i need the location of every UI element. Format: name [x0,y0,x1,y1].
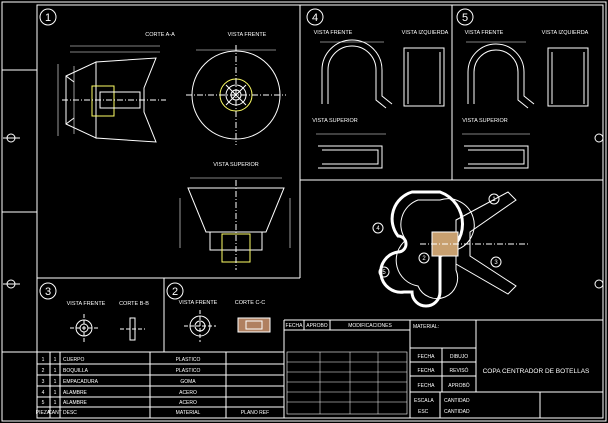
svg-text:4: 4 [376,226,380,232]
view-4-shapes [316,39,445,169]
view-5-superior-label: VISTA SUPERIOR [462,118,507,124]
tb-aprobo: APROBO [306,323,328,329]
svg-text:MATERIAL: MATERIAL [176,410,201,416]
svg-text:1: 1 [54,357,57,363]
svg-text:FECHA: FECHA [418,368,436,374]
frente-view-1 [186,45,286,145]
svg-text:CANTIDAD: CANTIDAD [444,398,470,404]
view-4-marker [306,8,324,26]
svg-text:ACERO: ACERO [179,400,197,406]
tb-modificaciones: MODIFICACIONES [348,323,392,329]
view-4: 4 VISTA FRENTE VISTA IZQUIERDA VISTA SUP… [306,8,449,169]
svg-text:1: 1 [54,390,57,396]
balloon-2 [418,252,430,264]
view-2: 2 VISTA FRENTE CORTE C-C [166,282,271,342]
svg-text:CUERPO: CUERPO [63,357,85,363]
view-5-marker [456,8,474,26]
svg-text:2: 2 [422,256,426,262]
corte-b-label: CORTE B-B [119,301,149,307]
view-3-number: 3 [45,286,51,298]
corte-c-label: CORTE C-C [235,300,265,306]
svg-text:3: 3 [494,260,498,266]
view-4-number: 4 [312,12,318,24]
svg-text:ESC: ESC [418,409,429,415]
svg-text:GOMA: GOMA [180,379,196,385]
view-2-frente-label: VISTA FRENTE [179,300,218,306]
svg-text:1: 1 [54,379,57,385]
view-3: 3 VISTA FRENTE CORTE B-B [39,282,149,342]
balloon-1 [488,193,500,205]
assembly-shapes [379,190,528,308]
svg-text:FECHA: FECHA [418,354,436,360]
svg-text:APROBÓ: APROBÓ [448,382,470,389]
view-5-frente-label: VISTA FRENTE [465,30,504,36]
drawing-title: COPA CENTRADOR DE BOTELLAS [483,368,590,375]
svg-text:1: 1 [42,357,45,363]
balloon-5 [378,266,390,278]
view-3-shapes [70,314,145,342]
svg-text:BOQUILLA: BOQUILLA [63,368,89,374]
svg-text:1: 1 [492,197,496,203]
svg-text:ALAMBRE: ALAMBRE [63,390,88,396]
view-5-shapes [462,41,589,169]
view-4-frente-label: VISTA FRENTE [314,30,353,36]
svg-text:3: 3 [42,379,45,385]
view-4-izquierda-label: VISTA IZQUIERDA [402,30,449,36]
view-3-frente-label: VISTA FRENTE [67,301,106,307]
view-1-frente-label: VISTA FRENTE [228,32,267,38]
view-2-marker [166,282,184,300]
svg-text:4: 4 [42,390,45,396]
svg-text:ACERO: ACERO [179,390,197,396]
svg-text:2: 2 [42,368,45,374]
svg-text:5: 5 [382,270,386,276]
view-5-number: 5 [462,12,468,24]
view-1: 1 CORTE A-A VISTA FRENTE VISTA SUPERIOR [39,8,291,270]
assembly-view: 1 4 2 3 5 [372,190,528,308]
svg-text:PLANO REF: PLANO REF [241,410,269,416]
assembly-balloons: 1 4 2 3 5 [372,193,502,278]
view-2-number: 2 [172,286,178,298]
title-block [284,320,603,418]
view-1-superior-label: VISTA SUPERIOR [213,162,258,168]
svg-text:PLASTICO: PLASTICO [176,357,201,363]
title-block-text: FECHA APROBO MODIFICACIONES MATERIAL: FE… [286,323,591,415]
svg-text:ALAMBRE: ALAMBRE [63,400,88,406]
svg-text:1: 1 [54,400,57,406]
parts-list [37,352,284,418]
view-1-marker [39,8,57,26]
svg-text:EMPACADURA: EMPACADURA [63,379,99,385]
balloon-3 [490,256,502,268]
left-margin-marks [2,69,604,353]
superior-view-1 [179,177,291,270]
tb-fecha: FECHA [286,323,304,329]
balloon-4 [372,222,384,234]
view-5-izquierda-label: VISTA IZQUIERDA [542,30,589,36]
svg-text:PIEZA: PIEZA [36,410,51,416]
svg-text:DESC: DESC [63,410,77,416]
svg-text:FECHA: FECHA [418,383,436,389]
svg-text:PLASTICO: PLASTICO [176,368,201,374]
svg-text:REVISÓ: REVISÓ [450,367,469,374]
svg-text:CANT: CANT [48,410,62,416]
view-5: 5 VISTA FRENTE VISTA IZQUIERDA VISTA SUP… [456,8,589,169]
svg-text:1: 1 [54,368,57,374]
view-dividers [37,5,603,418]
svg-text:5: 5 [42,400,45,406]
svg-text:CANTIDAD: CANTIDAD [444,409,470,415]
corte-a-label: CORTE A-A [145,32,175,38]
tb-material: MATERIAL: [413,324,439,330]
section-a-a [57,45,166,143]
svg-text:ESCALA: ESCALA [414,398,434,404]
svg-text:DIBUJO: DIBUJO [450,354,468,360]
view-4-superior-label: VISTA SUPERIOR [312,118,357,124]
parts-list-text: 1 1 CUERPO PLASTICO 2 1 BOQUILLA PLASTIC… [36,357,269,416]
view-2-shapes [184,310,271,342]
view-1-number: 1 [45,12,51,24]
view-3-marker [39,282,57,300]
